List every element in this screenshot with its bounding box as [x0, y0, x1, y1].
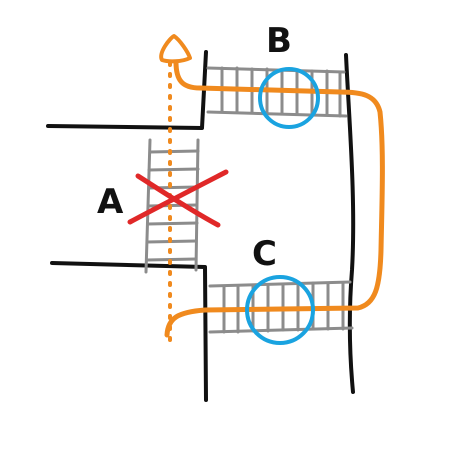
outline-upper-left-block — [46, 50, 208, 130]
outline-lower-left-block — [50, 261, 208, 402]
label-c: C — [252, 234, 277, 274]
outline-right-edge — [344, 53, 356, 394]
detour-route — [164, 59, 385, 338]
label-a: A — [97, 182, 124, 222]
outlines — [46, 50, 356, 402]
label-b: B — [266, 21, 292, 61]
cross-mark-icon — [127, 169, 229, 228]
route-arrow-icon — [159, 34, 192, 64]
circle-b-highlight — [258, 67, 320, 129]
circle-c-highlight — [245, 275, 315, 345]
